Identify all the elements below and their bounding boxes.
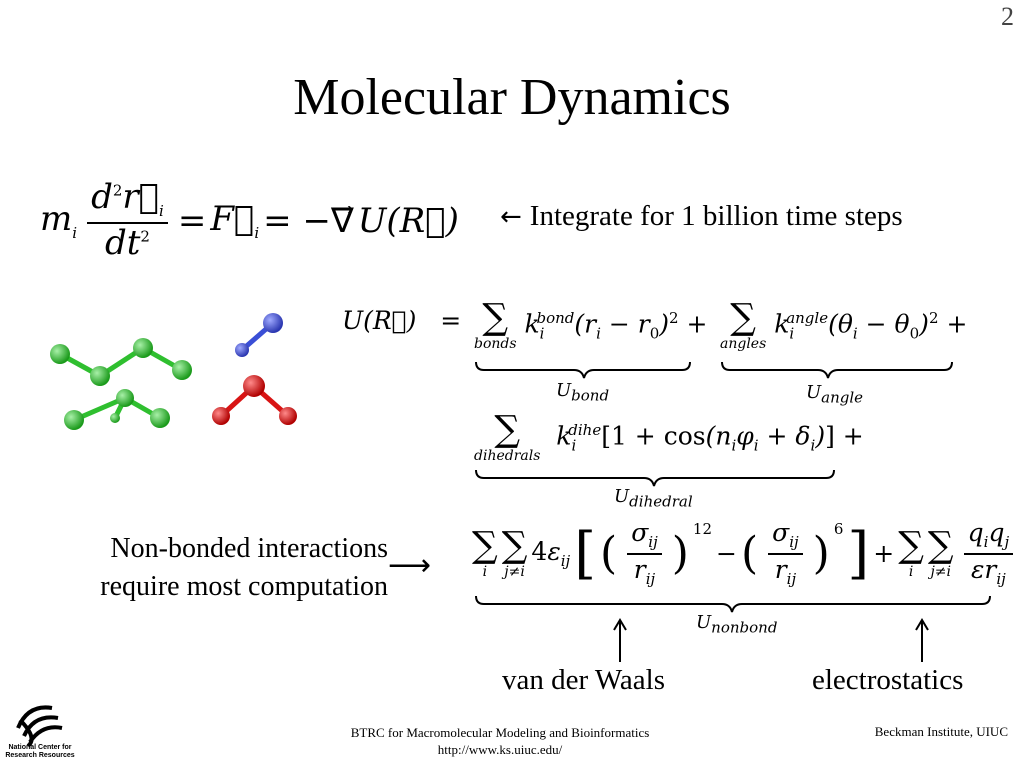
u-angle-label: Uangle (806, 382, 864, 407)
footer-institute: Beckman Institute, UIUC (874, 724, 1008, 739)
nonbonded-line-2: require most computation (100, 571, 388, 602)
logo-text: National Center for Research Resources (5, 744, 75, 759)
up-arrow-icon (613, 618, 627, 662)
dihedral-brace (475, 469, 835, 487)
page-number: 2 (1001, 2, 1014, 31)
bond-term: ∑bonds kibond(ri − r0)2 + (474, 297, 708, 353)
nonbond-brace (475, 595, 991, 613)
slide-title: Molecular Dynamics (293, 69, 731, 126)
footer-url[interactable]: http://www.ks.uiuc.edu/ (437, 742, 563, 757)
u-dihedral-label: Udihedral (614, 486, 693, 511)
left-arrow-icon: ← (500, 202, 522, 232)
potential-lhs: U(R⃗) = (342, 306, 462, 335)
bond-angle-braces (475, 361, 953, 379)
ncrr-logo (16, 705, 63, 748)
footer-org: BTRC for Macromolecular Modeling and Bio… (350, 725, 650, 740)
integrate-note: ←Integrate for 1 billion time steps (500, 200, 903, 233)
nonbonded-note: Non-bonded interactions require most com… (36, 530, 388, 606)
nonbonded-line-1: Non-bonded interactions (110, 533, 388, 564)
electrostatics-label: electrostatics (812, 664, 964, 696)
alkane-molecule (58, 345, 184, 379)
van-der-waals-label: van der Waals (502, 664, 666, 696)
up-arrow-icon (915, 618, 929, 662)
right-arrow-icon: ⟶ (388, 548, 432, 583)
molecules-illustration (50, 313, 297, 430)
angle-term: ∑angles kiangle(θi − θ0)2 + (720, 297, 968, 353)
integrate-text: Integrate for 1 billion time steps (529, 200, 903, 232)
u-nonbond-label: Unonbond (696, 612, 778, 637)
footer-center: BTRC for Macromolecular Modeling and Bio… (0, 724, 1000, 758)
u-bond-label: Ubond (556, 380, 610, 405)
dihedral-term: ∑dihedrals kidihe[1 + cos(niφi + δi)] + (474, 409, 864, 465)
